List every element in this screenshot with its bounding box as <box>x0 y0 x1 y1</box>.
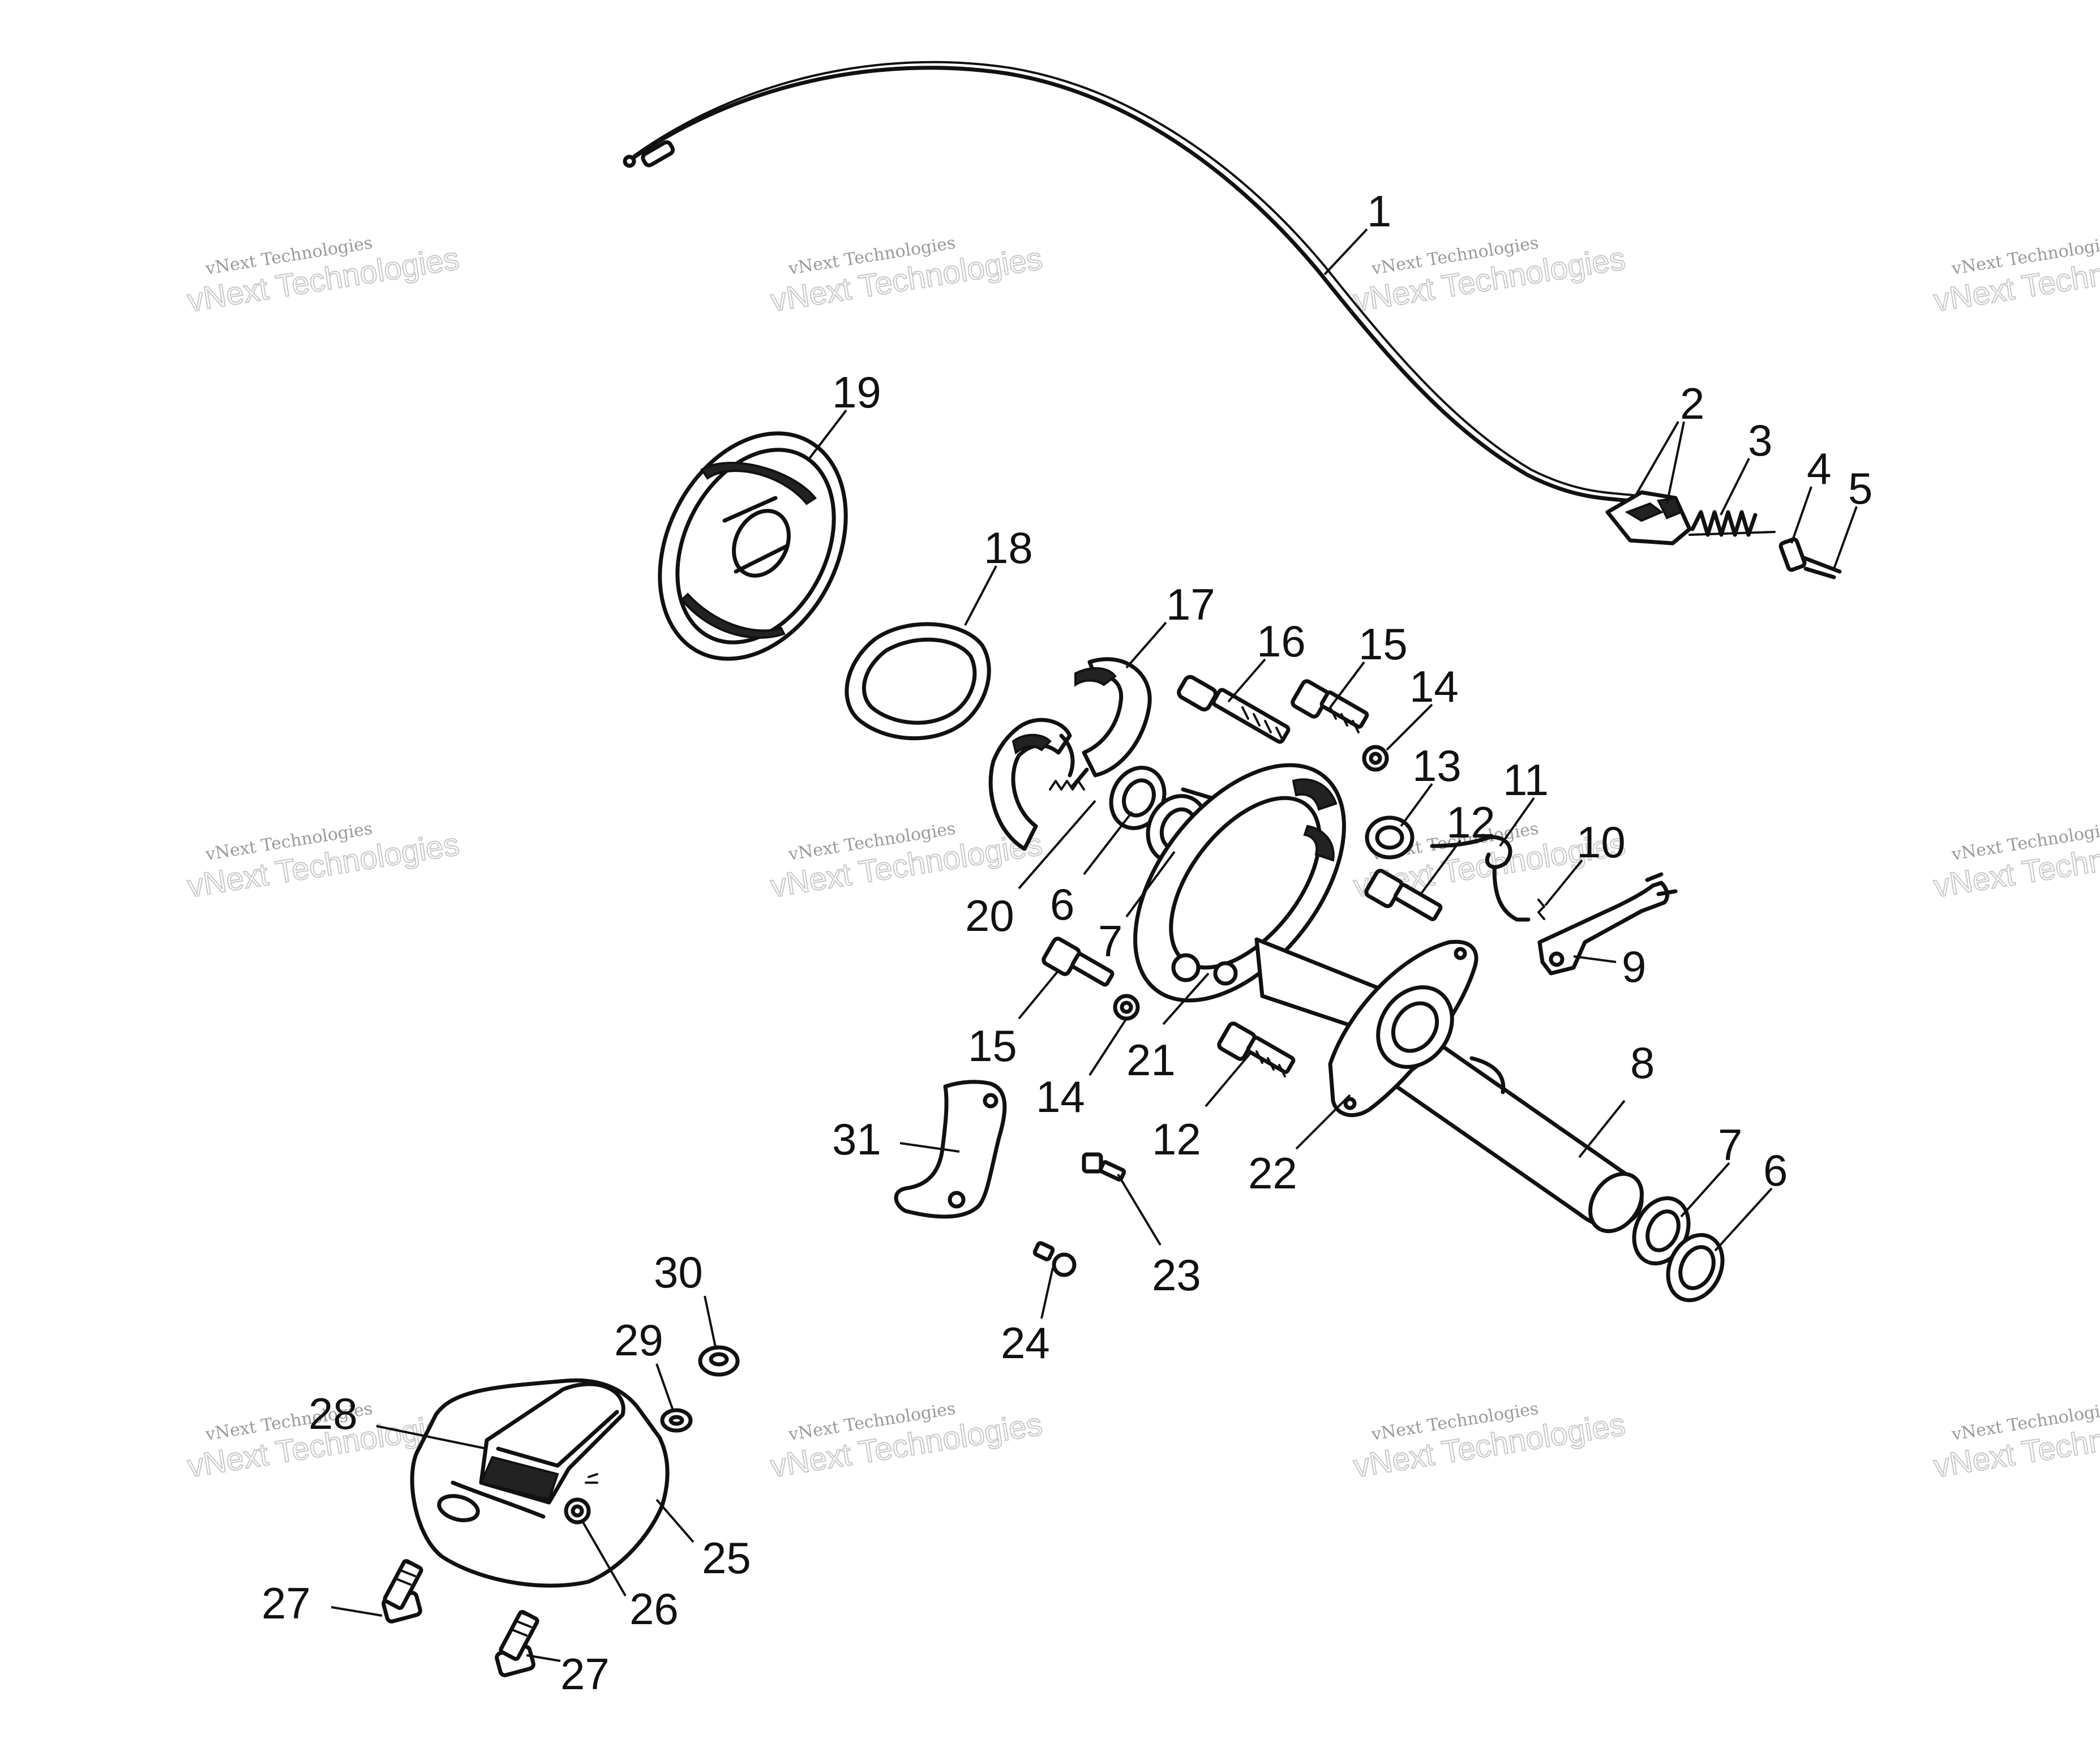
part-29-washer <box>660 1408 693 1433</box>
callout-12-upper: 12 <box>1446 797 1495 847</box>
part-22-mounting-flange <box>1328 939 1478 1118</box>
callout-15-lower: 15 <box>968 1021 1017 1071</box>
callout-25: 25 <box>702 1533 751 1583</box>
watermark-mid-1: vNext Technologies vNext Technologies <box>185 819 462 905</box>
part-19-brake-drum <box>658 431 848 661</box>
part-18-seal-ring <box>845 622 991 741</box>
part-27-bolt-upper <box>382 1558 423 1624</box>
callout-14-upper: 14 <box>1409 662 1459 711</box>
callout-26: 26 <box>629 1584 679 1634</box>
callout-28: 28 <box>308 1389 358 1439</box>
watermark-mid-4: vNext Technologies vNext Technologies <box>1931 819 2100 905</box>
callout-14-lower: 14 <box>1036 1072 1085 1122</box>
callout-22: 22 <box>1248 1148 1297 1198</box>
callout-27-lower: 27 <box>560 1649 610 1699</box>
watermark-top-4: vNext Technologies vNext Technologies <box>1931 233 2100 319</box>
callout-9: 9 <box>1622 942 1646 991</box>
callout-labels: 1 2 3 4 5 19 18 17 16 15 14 13 12 11 10 … <box>262 186 1872 1699</box>
callout-4: 4 <box>1807 444 1831 493</box>
callout-6-upper: 6 <box>1050 879 1074 929</box>
part-17-brake-shoes <box>988 657 1152 851</box>
callout-1: 1 <box>1367 186 1391 236</box>
part-23-screw <box>1082 1152 1126 1182</box>
part-4-adjuster-nut <box>1778 537 1807 572</box>
callout-16: 16 <box>1257 616 1306 666</box>
callout-19: 19 <box>832 367 881 417</box>
part-7-bearing-lower <box>1632 1196 1691 1266</box>
part-12-bolt-lower <box>1217 1021 1296 1077</box>
watermark-bot-2: vNext Technologies vNext Technologies <box>768 1399 1045 1485</box>
watermark-top-1: vNext Technologies vNext Technologies <box>185 233 462 319</box>
watermark-bot-3: vNext Technologies vNext Technologies <box>1351 1399 1628 1485</box>
part-3-cable-spring <box>1688 510 1776 537</box>
part-9-brake-arm <box>1537 872 1678 976</box>
callout-29: 29 <box>614 1315 663 1365</box>
part-12-bolt-upper <box>1364 869 1443 921</box>
callout-6-lower: 6 <box>1763 1145 1788 1195</box>
callout-20: 20 <box>965 891 1014 941</box>
part-6-seal-lower <box>1666 1233 1725 1303</box>
watermark-top-2: vNext Technologies vNext Technologies <box>768 233 1045 319</box>
callout-7-upper: 7 <box>1098 916 1122 966</box>
callout-27-upper: 27 <box>262 1578 311 1628</box>
callout-18: 18 <box>984 523 1033 573</box>
callout-24: 24 <box>1001 1318 1050 1368</box>
part-27-bolt-lower <box>495 1609 539 1677</box>
part-15-bolt-lower <box>1042 937 1115 987</box>
callout-13: 13 <box>1412 741 1462 791</box>
part-20-shoe-spring <box>1049 780 1085 791</box>
part-2-cable-adjuster <box>1605 490 1692 546</box>
callout-12-lower: 12 <box>1152 1114 1201 1164</box>
watermark-bot-4: vNext Technologies vNext Technologies <box>1931 1399 2100 1485</box>
callout-10: 10 <box>1576 817 1626 867</box>
part-16-brake-cam-shaft <box>1177 675 1291 744</box>
callout-15-upper: 15 <box>1358 619 1408 669</box>
callout-11: 11 <box>1503 755 1549 805</box>
part-13-flange-nut <box>1365 815 1415 860</box>
part-15-bolt-upper <box>1291 679 1369 733</box>
part-26-plate-fastener <box>564 1473 598 1525</box>
callout-31: 31 <box>832 1114 881 1164</box>
callout-7-lower: 7 <box>1718 1120 1742 1170</box>
part-28-block <box>479 1382 625 1505</box>
watermark-layer: vNext Technologies vNext Technologies vN… <box>185 233 2100 1485</box>
part-5-cable-pin <box>1801 555 1842 579</box>
callout-17: 17 <box>1166 579 1215 629</box>
callout-21: 21 <box>1126 1035 1176 1085</box>
part-14-nut-upper <box>1362 745 1389 772</box>
part-11-return-spring <box>1430 835 1531 922</box>
leader-lines <box>331 228 1858 1662</box>
callout-30: 30 <box>654 1247 703 1297</box>
part-24-screw <box>1032 1241 1077 1277</box>
callout-23: 23 <box>1152 1250 1201 1300</box>
part-30-nut <box>698 1345 740 1377</box>
callout-8: 8 <box>1630 1038 1655 1088</box>
callout-2: 2 <box>1680 379 1704 428</box>
callout-3: 3 <box>1748 415 1772 465</box>
part-1-brake-cable <box>623 61 1634 503</box>
callout-5: 5 <box>1848 463 1872 513</box>
part-14-nut-lower <box>1113 994 1140 1021</box>
part-10-pin <box>1537 899 1545 920</box>
part-21-brake-panel <box>1133 763 1346 1003</box>
